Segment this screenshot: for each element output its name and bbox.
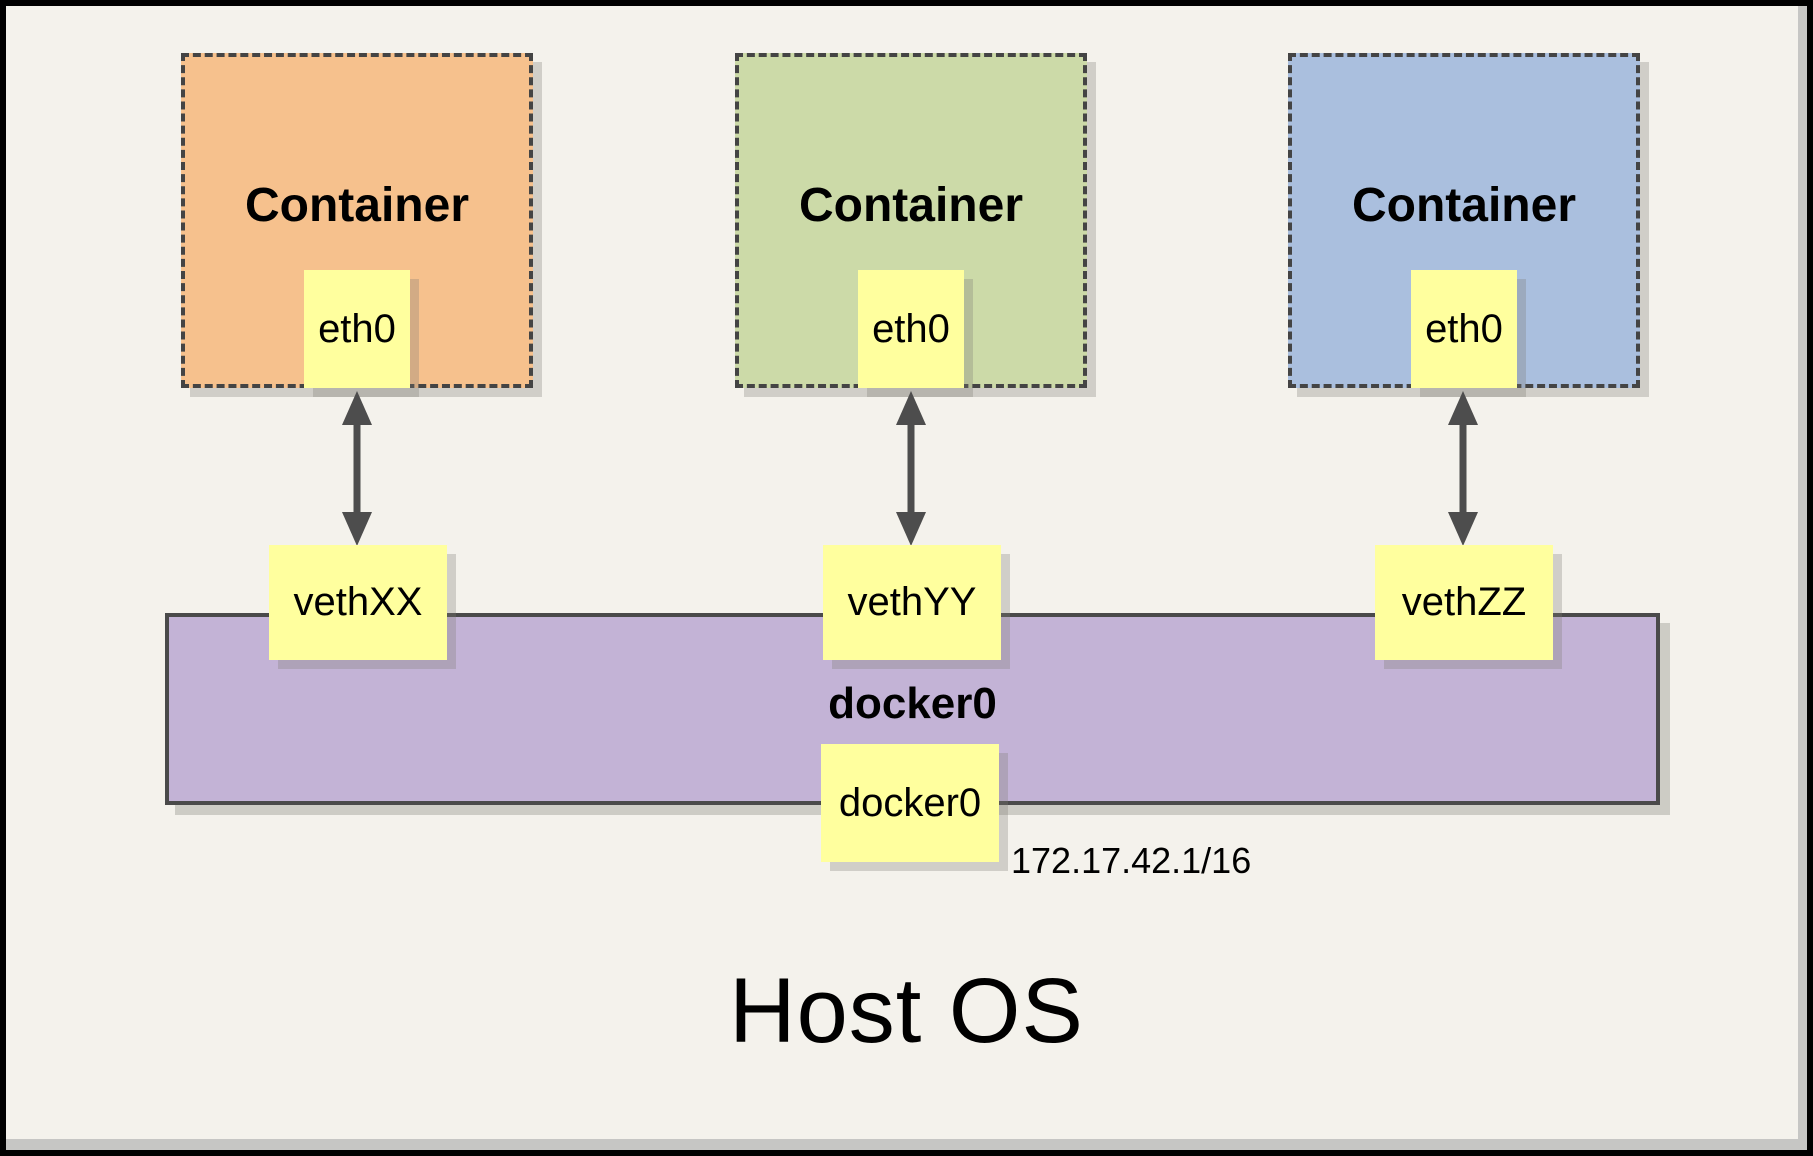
container-1-title: Container (244, 179, 469, 232)
arrow-eth0-vethxx-icon (339, 391, 375, 546)
vethzz-label: vethZZ (1401, 580, 1527, 624)
docker0-interface-note: docker0 (821, 744, 999, 862)
vethxx-label: vethXX (293, 580, 423, 624)
arrow-eth0-vethzz-icon (1445, 391, 1481, 546)
docker0-bridge-label: docker0 (828, 679, 997, 728)
arrow-eth0-vethyy-icon (893, 391, 929, 546)
container-box-3: Container eth0 (1288, 53, 1640, 388)
docker0-interface-label: docker0 (838, 780, 982, 825)
host-os-label: Host OS (729, 960, 1084, 1062)
container-3-eth0-label: eth0 (1425, 306, 1503, 351)
container-1-eth0-label: eth0 (318, 306, 396, 351)
container-2-title: Container (798, 179, 1023, 232)
bridge-ip-label: 172.17.42.1/16 (1011, 840, 1252, 881)
container-1-eth0-note: eth0 (304, 270, 410, 388)
container-box-1: Container eth0 (181, 53, 533, 388)
container-box-2: Container eth0 (735, 53, 1087, 388)
vethxx-note: vethXX (269, 545, 447, 660)
vethyy-label: vethYY (847, 580, 977, 624)
container-2-eth0-label: eth0 (872, 306, 950, 351)
container-3-eth0-note: eth0 (1411, 270, 1517, 388)
vethyy-note: vethYY (823, 545, 1001, 660)
container-2-eth0-note: eth0 (858, 270, 964, 388)
vethzz-note: vethZZ (1375, 545, 1553, 660)
container-3-title: Container (1351, 179, 1576, 232)
